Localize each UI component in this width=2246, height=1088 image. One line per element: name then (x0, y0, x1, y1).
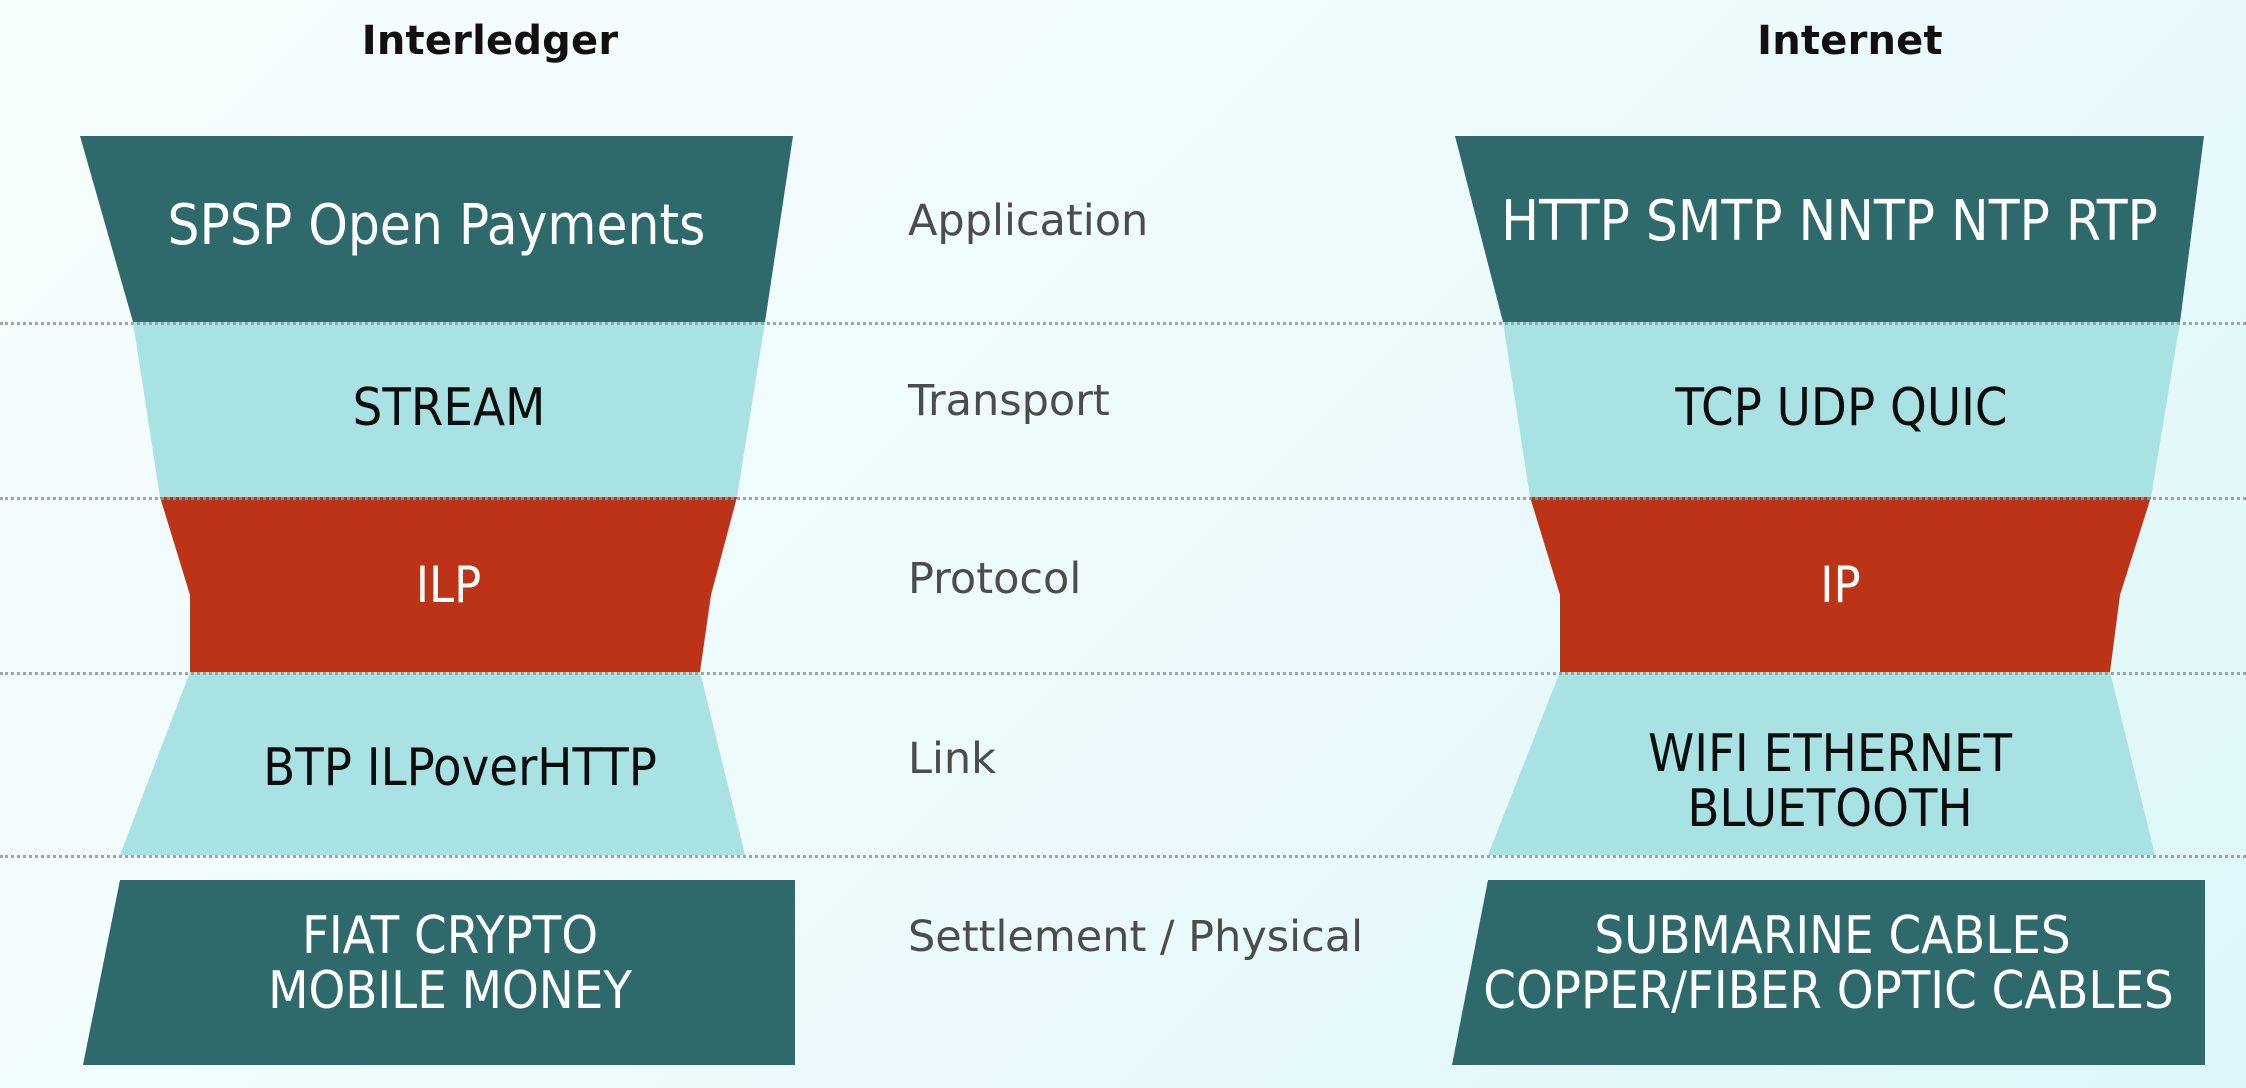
left-funnel (80, 136, 795, 1065)
left-text-settlement-line2: MOBILE MONEY (268, 961, 632, 1021)
right-band-protocol (1530, 497, 2151, 672)
right-text-protocol: IP (1820, 556, 1861, 614)
left-text-transport: STREAM (352, 378, 546, 438)
right-band-transport (1503, 322, 2180, 497)
left-text-application: SPSP Open Payments (167, 193, 706, 258)
right-text-settlement-line2: COPPER/FIBER OPTIC CABLES (1483, 961, 2174, 1021)
left-band-settlement (83, 880, 795, 1065)
right-text-link-line1: WIFI ETHERNET (1647, 724, 2013, 784)
left-band-protocol (160, 497, 737, 672)
right-band-application (1455, 136, 2204, 322)
layer-label-transport: Transport (908, 376, 1110, 426)
right-text-application: HTTP SMTP NNTP NTP RTP (1501, 189, 2158, 254)
left-band-transport (133, 322, 765, 497)
layer-label-link: Link (908, 734, 997, 784)
layer-label-settlement-physical: Settlement / Physical (908, 912, 1364, 962)
left-band-application (80, 136, 793, 322)
right-funnel (1452, 136, 2205, 1065)
divider-application-transport (0, 322, 2246, 325)
column-title-internet: Internet (1757, 18, 1943, 64)
divider-transport-protocol (0, 497, 2246, 500)
right-band-link (1488, 672, 2155, 855)
column-title-interledger: Interledger (361, 18, 619, 64)
right-text-link-line2: BLUETOOTH (1687, 779, 1973, 839)
right-text-settlement-line1: SUBMARINE CABLES (1594, 906, 2071, 966)
divider-protocol-link (0, 672, 2246, 675)
left-band-link (120, 672, 745, 855)
right-text-transport: TCP UDP QUIC (1675, 378, 2008, 438)
layer-label-application: Application (908, 196, 1149, 246)
left-text-settlement-line1: FIAT CRYPTO (301, 906, 599, 966)
left-text-protocol: ILP (415, 556, 482, 614)
left-text-link: BTP ILPoverHTTP (263, 738, 657, 798)
right-band-settlement (1452, 880, 2205, 1065)
layer-label-protocol: Protocol (908, 554, 1082, 604)
divider-link-settlement (0, 855, 2246, 858)
